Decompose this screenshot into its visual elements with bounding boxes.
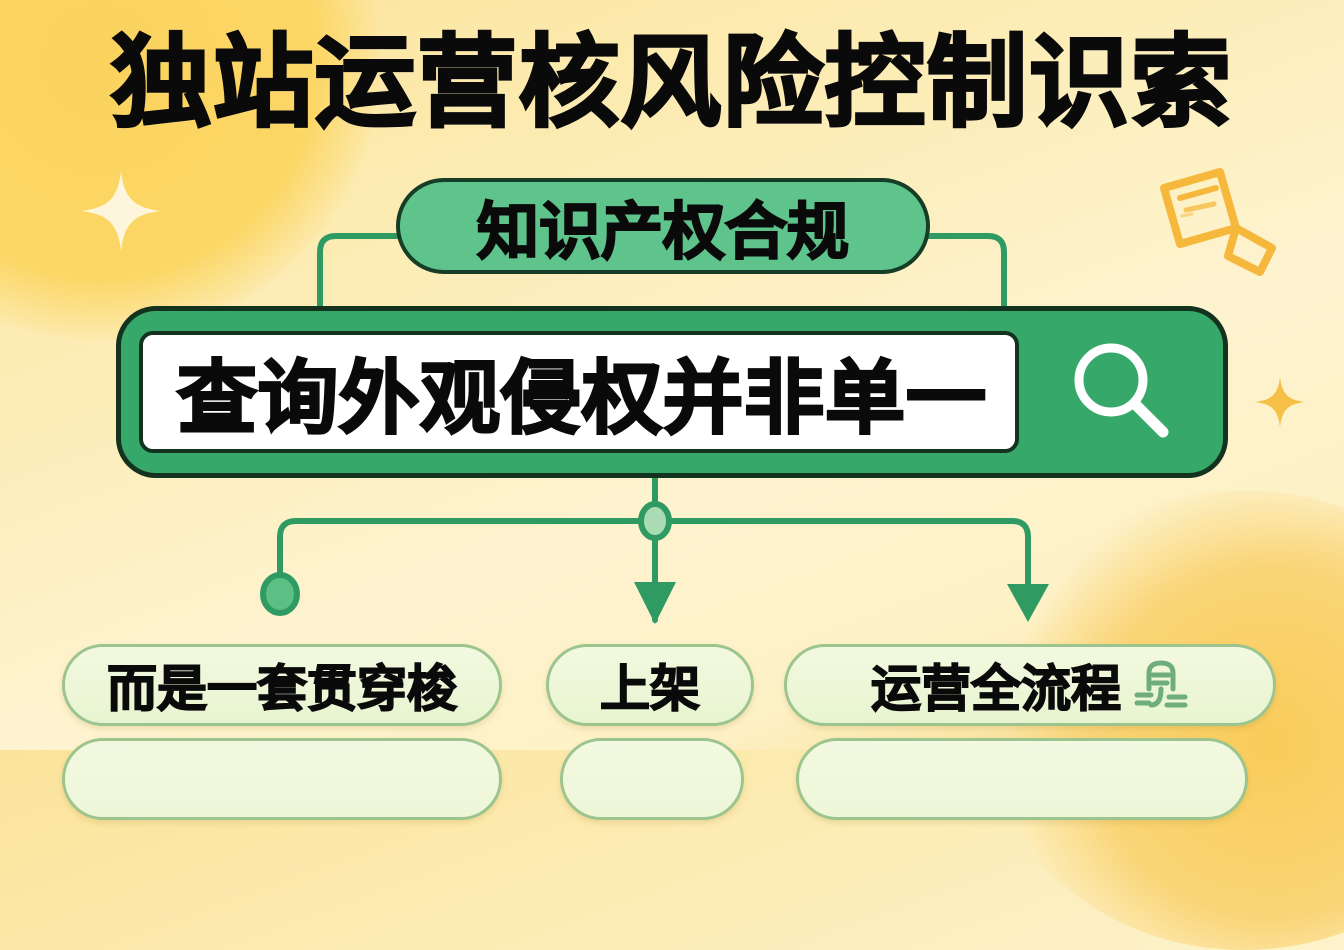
process-stack-icon: [1133, 657, 1189, 713]
branch-chip-label: 上架: [599, 659, 701, 719]
search-button[interactable]: [1026, 319, 1216, 465]
sparkle-icon: [81, 171, 161, 251]
category-node-label: 知识产权合规: [476, 194, 850, 269]
sparkle-icon: [1255, 377, 1305, 427]
branch-chip-row2-3[interactable]: [796, 738, 1248, 820]
page-title: 独站运营核风险控制识索: [110, 23, 1233, 143]
branch-chip-row2-2[interactable]: [560, 738, 744, 820]
branch-chip-row2-1[interactable]: [62, 738, 502, 820]
branch-chip-label: 而是一套贯穿梭: [106, 659, 458, 719]
document-search-icon: [1160, 168, 1276, 276]
search-query-text: 查询外观侵权并非单一: [176, 351, 988, 447]
search-bar: 查询外观侵权并非单一: [116, 306, 1228, 478]
branch-chip-1[interactable]: 而是一套贯穿梭: [62, 644, 502, 726]
search-icon: [1074, 343, 1169, 438]
branch-chip-3[interactable]: 运营全流程: [784, 644, 1276, 726]
diagram-connectors: [260, 233, 1049, 624]
branch-chip-2[interactable]: 上架: [546, 644, 754, 726]
search-input[interactable]: 查询外观侵权并非单一: [139, 331, 1019, 453]
branch-chip-label: 运营全流程: [870, 659, 1122, 719]
category-node-ip-compliance[interactable]: 知识产权合规: [396, 178, 930, 274]
